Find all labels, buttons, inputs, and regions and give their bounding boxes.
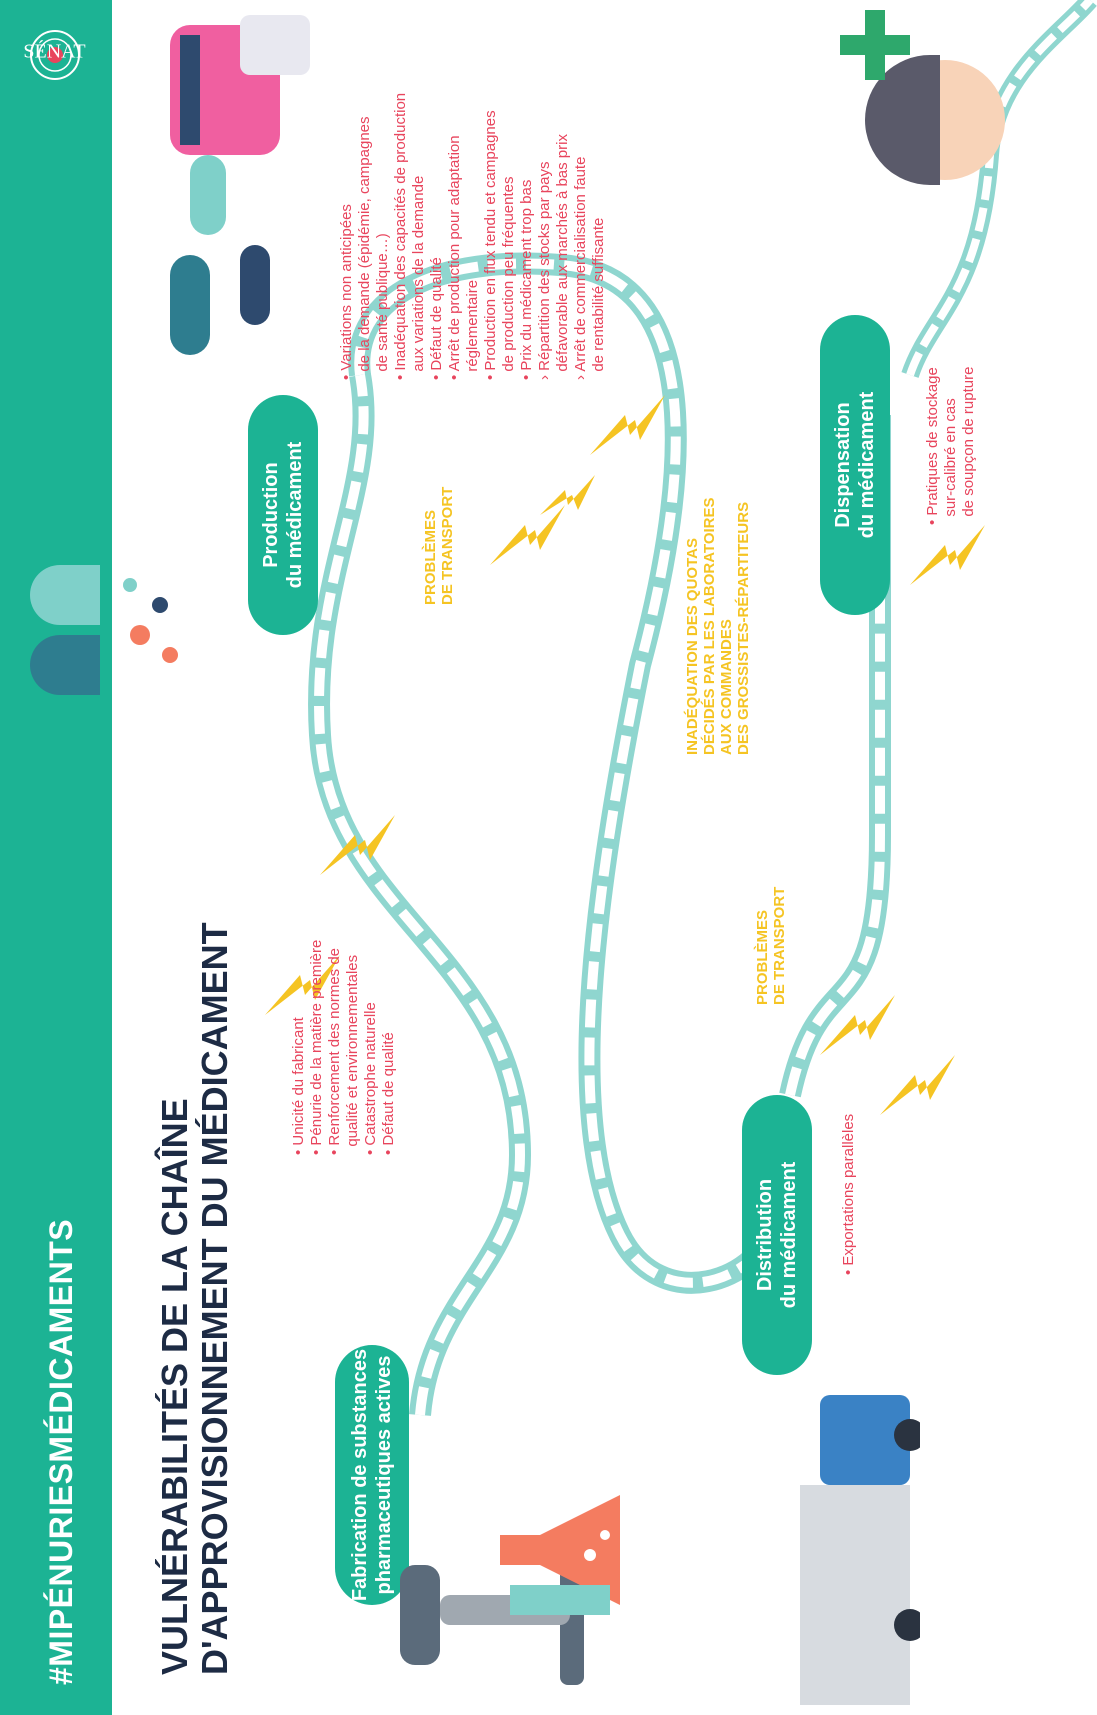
list-item: • Prix du médicament trop bas [518,179,535,380]
dispensation-issues: • Pratiques de stockage sur-calibré en c… [924,305,978,525]
node-dispensation: Dispensation du médicament [820,315,890,615]
fabrication-issues: • Unicité du fabricant • Pénurie de la m… [290,825,398,1155]
list-item: réglementaire [464,279,481,372]
callout-transport-1: PROBLÈMES DE TRANSPORT [422,487,456,605]
production-issues: • Variations non anticipées de la demand… [338,20,608,380]
list-item: de production peu fréquentes [500,176,517,372]
senat-logo: SÉNAT [23,25,86,85]
list-item: • Variations non anticipées [338,204,355,380]
callout-quotas-line4: DES GROSSISTES-RÉPARTITEURS [735,501,752,755]
node-distribution-line2: du médicament [778,1161,800,1309]
distribution-issues: • Exportations parallèles [840,975,858,1275]
capsule-icon [30,565,178,695]
list-item: › Arrêt de commercialisation faute [572,156,589,380]
truck-icon [800,1395,920,1705]
node-fabrication-line1: Fabrication de substances [349,1348,371,1602]
medicine-bottle-icon [170,15,310,155]
node-dispensation-line2: du médicament [856,391,878,539]
pills-icon [170,155,270,355]
list-item: • Arrêt de production pour adaptation [446,135,463,380]
node-production-line2: du médicament [284,441,306,589]
lab-flask-icon [500,1495,620,1615]
list-item: de rentabilité suffisante [590,217,607,372]
list-item: de santé publique…) [374,233,391,372]
list-item: sur-calibré en cas [942,398,959,517]
callout-quotas-line1: INADÉQUATION DES QUOTAS [684,538,701,755]
callout-transport-2-line1: PROBLÈMES [754,909,771,1005]
list-item: • Défaut de qualité [428,257,445,380]
list-item: • Pénurie de la matière première [308,939,325,1155]
node-distribution-line1: Distribution [754,1178,776,1292]
node-dispensation-line1: Dispensation [832,402,854,528]
callout-transport-1-line1: PROBLÈMES [422,509,439,605]
list-item: aux variations de la demande [410,175,427,372]
list-item: • Inadéquation des capacités de producti… [392,92,409,380]
list-item: • Production en flux tendu et campagnes [482,110,499,380]
callout-transport-2: PROBLÈMES DE TRANSPORT [754,887,788,1005]
list-item: • Unicité du fabricant [290,1017,307,1155]
callout-quotas: INADÉQUATION DES QUOTAS DÉCIDÉS PAR LES … [684,497,752,755]
callout-transport-1-line2: DE TRANSPORT [439,486,456,605]
node-distribution: Distribution du médicament [742,1095,812,1375]
list-item: • Pratiques de stockage [924,367,941,525]
callout-quotas-line3: AUX COMMANDES [718,619,735,755]
list-item: • Renforcement des normes de [326,947,343,1155]
list-item: défavorable aux marchés à bas prix [554,134,571,372]
pharmacist-icon [840,10,1005,185]
list-item: • Catastrophe naturelle [362,1002,379,1155]
list-item: • Défaut de qualité [380,1032,397,1155]
list-item: › Répartition des stocks par pays [536,161,553,380]
header-band [0,0,112,1715]
callout-quotas-line2: DÉCIDÉS PAR LES LABORATOIRES [701,497,718,755]
node-production-line1: Production [260,462,282,568]
list-item: de soupçon de rupture [960,366,977,517]
list-item: • Exportations parallèles [840,1113,857,1275]
list-item: qualité et environnementales [344,954,361,1147]
list-item: de la demande (épidémie, campagnes [356,116,373,372]
callout-transport-2-line2: DE TRANSPORT [771,886,788,1005]
node-production: Production du médicament [248,395,318,635]
